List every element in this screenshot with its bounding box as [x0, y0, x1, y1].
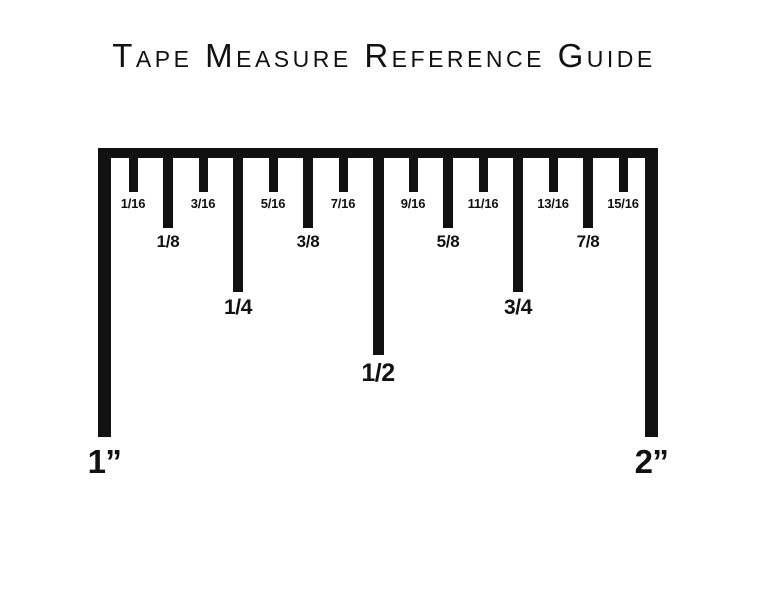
ruler-label-7-8: 7/8: [576, 232, 600, 251]
ruler-tick-1-8: [163, 148, 173, 228]
ruler-tick-3-4: [513, 148, 523, 292]
ruler-label-7-16: 7/16: [330, 196, 356, 211]
ruler-tick-5-16: [268, 148, 278, 192]
ruler-label-3-16: 3/16: [190, 196, 216, 211]
ruler-tick-3-16: [198, 148, 208, 192]
ruler-tick-7-16: [338, 148, 348, 192]
ruler-tick-5-8: [443, 148, 453, 228]
ruler-tick-11-16: [478, 148, 488, 192]
ruler-label-1-8: 1/8: [156, 232, 180, 251]
page-title: Tape Measure Reference Guide: [112, 37, 656, 74]
ruler-label-1-4: 1/4: [224, 296, 252, 319]
ruler-tick-3-8: [303, 148, 313, 228]
ruler-tick-1-16: [128, 148, 138, 192]
ruler-label-5-16: 5/16: [260, 196, 286, 211]
ruler-tick-9-16: [408, 148, 418, 192]
ruler-tick-13-16: [548, 148, 558, 192]
ruler-label-1-2: 1/2: [361, 359, 395, 387]
ruler-label-2in: 2”: [634, 443, 669, 480]
ruler-label-13-16: 13/16: [537, 196, 569, 211]
ruler-tick-1-4: [233, 148, 243, 292]
ruler-label-11-16: 11/16: [467, 196, 499, 211]
ruler-label-5-8: 5/8: [436, 232, 460, 251]
ruler-tick-2in: [645, 148, 658, 437]
ruler-tick-1-2: [372, 148, 384, 355]
ruler-label-3-4: 3/4: [504, 296, 532, 319]
ruler-tick-7-8: [583, 148, 593, 228]
ruler-label-9-16: 9/16: [400, 196, 426, 211]
ruler-tick-15-16: [618, 148, 628, 192]
ruler-label-3-8: 3/8: [296, 232, 320, 251]
ruler-tick-1in: [98, 148, 111, 437]
ruler-label-1-16: 1/16: [120, 196, 146, 211]
ruler-diagram: 1” 1/16 1/8 3/16 1/4 5/16 3/8 7/16 1/2 9/16 5/8 11/…: [88, 148, 669, 480]
ruler-label-1in: 1”: [87, 443, 122, 480]
ruler-label-15-16: 15/16: [607, 196, 639, 211]
